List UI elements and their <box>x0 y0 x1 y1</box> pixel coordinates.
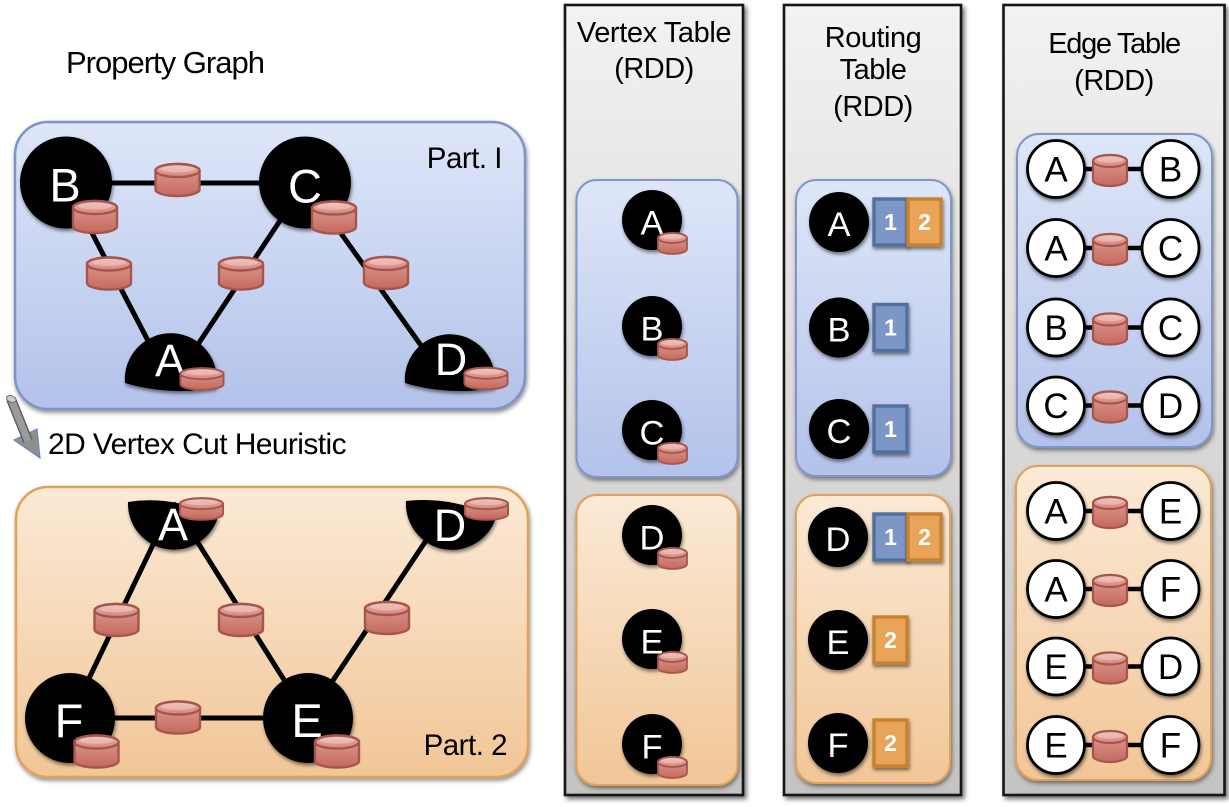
svg-text:B: B <box>827 312 850 350</box>
svg-text:E: E <box>826 624 849 662</box>
svg-text:B: B <box>1044 309 1067 348</box>
svg-text:A: A <box>1044 230 1068 269</box>
svg-text:Edge Table: Edge Table <box>1048 28 1180 60</box>
svg-text:2: 2 <box>918 524 931 550</box>
svg-text:E: E <box>1159 493 1182 532</box>
svg-text:(RDD): (RDD) <box>833 91 913 123</box>
svg-text:C: C <box>1158 309 1183 348</box>
svg-text:F: F <box>1160 727 1181 766</box>
svg-text:2: 2 <box>884 627 897 653</box>
svg-text:B: B <box>640 311 663 349</box>
svg-text:(RDD): (RDD) <box>614 53 694 85</box>
svg-text:C: C <box>1158 230 1183 269</box>
svg-text:(RDD): (RDD) <box>1074 65 1154 97</box>
svg-text:D: D <box>434 500 467 551</box>
svg-text:Part. 2: Part. 2 <box>424 729 507 762</box>
svg-text:Property Graph: Property Graph <box>66 45 264 80</box>
svg-text:D: D <box>1158 387 1183 426</box>
svg-text:E: E <box>1044 727 1067 766</box>
svg-text:A: A <box>827 206 850 244</box>
svg-text:B: B <box>49 159 80 212</box>
svg-text:F: F <box>1160 571 1181 610</box>
svg-text:2D Vertex Cut Heuristic: 2D Vertex Cut Heuristic <box>48 428 347 461</box>
svg-text:Vertex Table: Vertex Table <box>577 17 731 49</box>
svg-text:2: 2 <box>918 209 931 235</box>
svg-text:1: 1 <box>884 524 897 550</box>
svg-text:E: E <box>640 624 663 662</box>
svg-text:Part. I: Part. I <box>427 142 502 175</box>
svg-text:D: D <box>826 521 851 559</box>
svg-text:A: A <box>1044 571 1068 610</box>
svg-text:E: E <box>1044 648 1067 687</box>
svg-text:1: 1 <box>884 416 897 442</box>
svg-text:B: B <box>1159 151 1182 190</box>
svg-text:C: C <box>827 413 852 451</box>
svg-text:1: 1 <box>884 209 897 235</box>
svg-text:F: F <box>641 729 662 767</box>
svg-text:Table: Table <box>840 54 907 86</box>
svg-text:A: A <box>1044 493 1068 532</box>
svg-text:D: D <box>435 334 468 385</box>
svg-text:A: A <box>1044 151 1068 190</box>
svg-text:A: A <box>640 205 663 243</box>
svg-text:D: D <box>1158 648 1183 687</box>
svg-text:F: F <box>827 727 848 765</box>
svg-text:C: C <box>1043 387 1068 426</box>
svg-text:1: 1 <box>884 315 897 341</box>
svg-text:2: 2 <box>884 730 897 756</box>
svg-text:Routing: Routing <box>825 22 921 54</box>
